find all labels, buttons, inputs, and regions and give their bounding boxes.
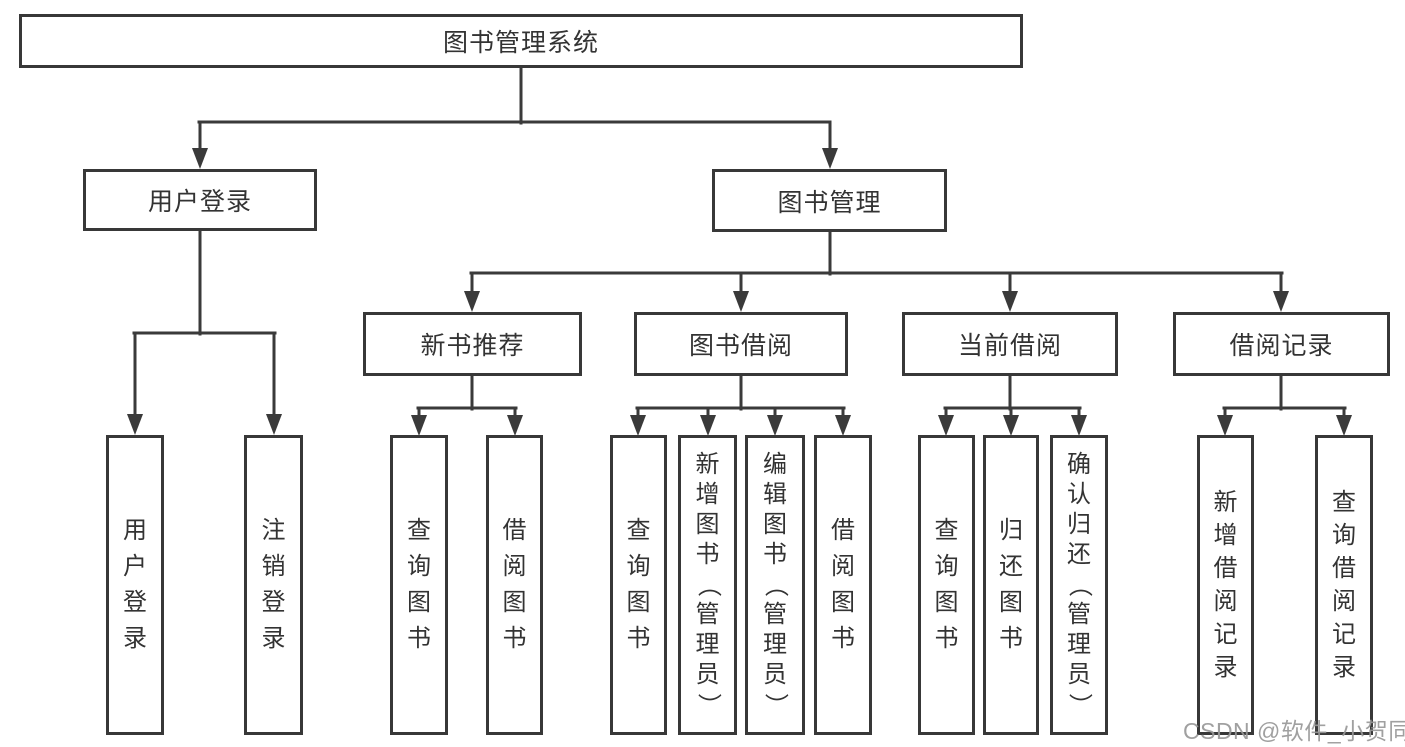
leaf-user-login: 用户登录 (106, 435, 164, 735)
node-label: 图书管理 (777, 188, 882, 217)
node-label: 用户登录 (147, 188, 252, 216)
node-new-book-recommendation: 新书推荐 (363, 312, 582, 376)
node-label: 编辑图书（管理员） (762, 451, 789, 717)
leaf-return-books: 归还图书 (983, 435, 1039, 735)
node-label: 图书管理系统 (442, 29, 599, 57)
leaf-confirm-return-admin: 确认归还（管理员） (1050, 435, 1108, 735)
node-label: 查询图书 (626, 517, 651, 652)
leaf-logout: 注销登录 (244, 435, 303, 735)
leaf-search-borrow-record: 查询借阅记录 (1315, 435, 1373, 735)
node-label: 当前借阅 (957, 332, 1062, 360)
node-label: 确认归还（管理员） (1066, 451, 1093, 717)
node-label: 注销登录 (261, 517, 286, 652)
node-book-borrowing: 图书借阅 (634, 312, 848, 376)
node-label: 新增图书（管理员） (694, 451, 722, 717)
node-user-login: 用户登录 (83, 169, 317, 231)
node-borrowing-records: 借阅记录 (1173, 312, 1390, 376)
node-label: 查询图书 (407, 517, 431, 652)
csdn-watermark: CSDN @软件_小贺同学 (1183, 718, 1405, 744)
node-label: 查询借阅记录 (1332, 489, 1356, 681)
node-label: 借阅图书 (831, 517, 855, 652)
leaf-edit-books-admin: 编辑图书（管理员） (745, 435, 805, 735)
node-label: 新增借阅记录 (1213, 489, 1238, 681)
node-label: 新书推荐 (420, 332, 525, 360)
leaf-add-borrow-record: 新增借阅记录 (1197, 435, 1254, 735)
node-current-borrowing: 当前借阅 (902, 312, 1118, 376)
node-book-management: 图书管理 (712, 169, 947, 232)
leaf-add-books-admin: 新增图书（管理员） (678, 435, 737, 735)
leaf-borrow-books: 借阅图书 (814, 435, 872, 735)
leaf-search-books-borrowing: 查询图书 (610, 435, 667, 735)
node-label: 归还图书 (999, 517, 1023, 652)
node-label: 图书借阅 (688, 332, 793, 360)
node-label: 借阅记录 (1229, 332, 1334, 360)
leaf-search-books-recommend: 查询图书 (390, 435, 448, 735)
leaf-search-books-current: 查询图书 (918, 435, 975, 735)
node-label: 查询图书 (934, 517, 959, 652)
leaf-borrow-books-recommend: 借阅图书 (486, 435, 543, 735)
node-library-system: 图书管理系统 (19, 14, 1023, 68)
node-label: 用户登录 (123, 517, 147, 652)
node-label: 借阅图书 (502, 517, 527, 652)
